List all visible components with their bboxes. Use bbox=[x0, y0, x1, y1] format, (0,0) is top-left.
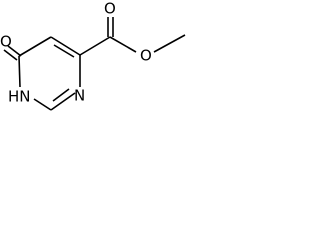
bond-c6-c5 bbox=[18, 36, 52, 57]
carbonyl-oxygen-label: O bbox=[104, 0, 116, 18]
ring-nitrogen-label: N bbox=[74, 87, 85, 105]
left-oxygen-label: O bbox=[0, 33, 12, 51]
bond-c5-c4-inner bbox=[53, 44, 75, 58]
bond-ccarboxyl-oester bbox=[109, 36, 137, 53]
bond-n3-c2-inner bbox=[52, 88, 70, 102]
bond-c2-n1 bbox=[33, 98, 52, 111]
bond-oester-methyl bbox=[153, 34, 186, 53]
bond-c4-ccarboxyl bbox=[79, 36, 111, 56]
bond-n3-c2-outer bbox=[50, 92, 76, 111]
bond-n1-c6 bbox=[18, 55, 21, 88]
ring-nh-label: HN bbox=[8, 88, 31, 106]
bond-c6-o-b bbox=[3, 49, 18, 61]
ester-oxygen-label: O bbox=[140, 47, 152, 65]
bond-c5-c4-outer bbox=[50, 36, 81, 56]
bond-c6-o-a bbox=[7, 45, 22, 57]
chemical-structure-diagram: O HN N O O bbox=[0, 0, 186, 111]
